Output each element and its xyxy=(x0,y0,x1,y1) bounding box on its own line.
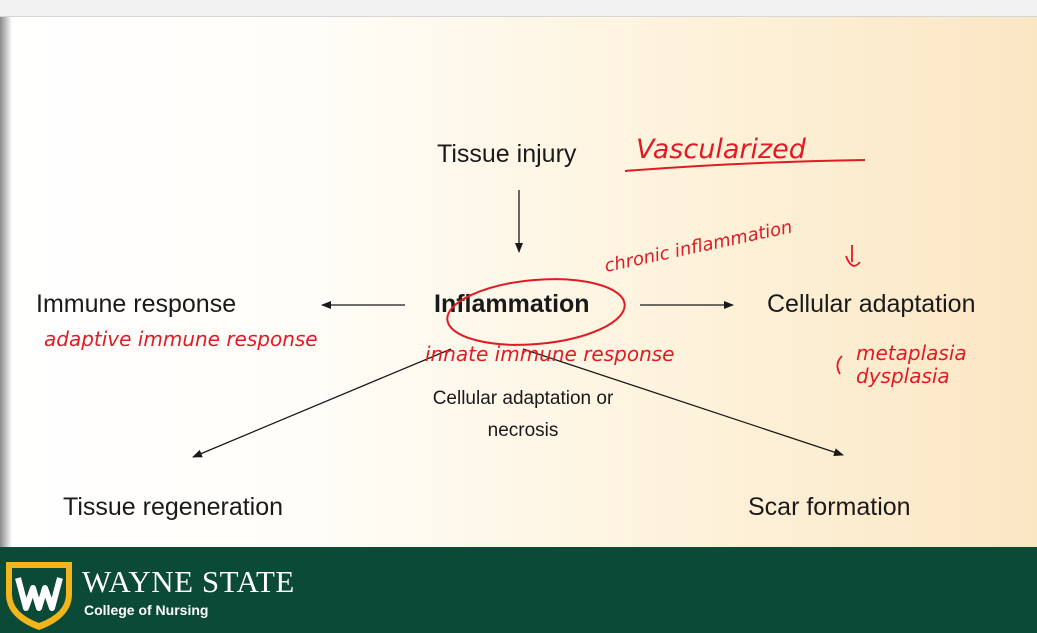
inflammation-circle xyxy=(446,278,626,346)
college-name: College of Nursing xyxy=(84,602,209,618)
note-innate: innate immune response xyxy=(425,342,674,366)
underline-vascularized xyxy=(624,159,866,172)
tissue-regeneration-node: Tissue regeneration xyxy=(63,493,284,521)
note-metaplasia: metaplasia xyxy=(856,341,967,365)
wayne-state-shield-logo xyxy=(6,562,72,630)
note-adaptive: adaptive immune response xyxy=(44,327,318,351)
scar-formation-node: Scar formation xyxy=(748,493,911,521)
note-vascularized: Vascularized xyxy=(636,134,807,165)
note-dysplasia: dysplasia xyxy=(856,364,950,388)
slide-left-edge xyxy=(0,17,12,547)
immune-response-node: Immune response xyxy=(36,290,237,318)
center-note: Cellular adaptation or necrosis xyxy=(400,383,646,447)
note-chronic-arrow xyxy=(845,245,861,267)
note-chronic: chronic inflammation xyxy=(603,217,795,277)
center-note-line1: Cellular adaptation or xyxy=(432,388,614,409)
note-bracket xyxy=(836,355,843,375)
arrow-down-left xyxy=(192,348,452,458)
footer-bar xyxy=(0,547,1037,633)
center-note-line2: necrosis xyxy=(487,420,559,441)
window-top-bar xyxy=(0,0,1037,17)
brand-name: WAYNE STATE xyxy=(82,564,295,599)
cellular-adaptation-node: Cellular adaptation xyxy=(767,290,976,318)
inflammation-node: Inflammation xyxy=(434,290,590,318)
arrow-down-right xyxy=(522,348,844,456)
diagram-svg: Vascularized chronic inflammation adapti… xyxy=(44,134,967,458)
tissue-injury-node: Tissue injury xyxy=(437,140,577,168)
